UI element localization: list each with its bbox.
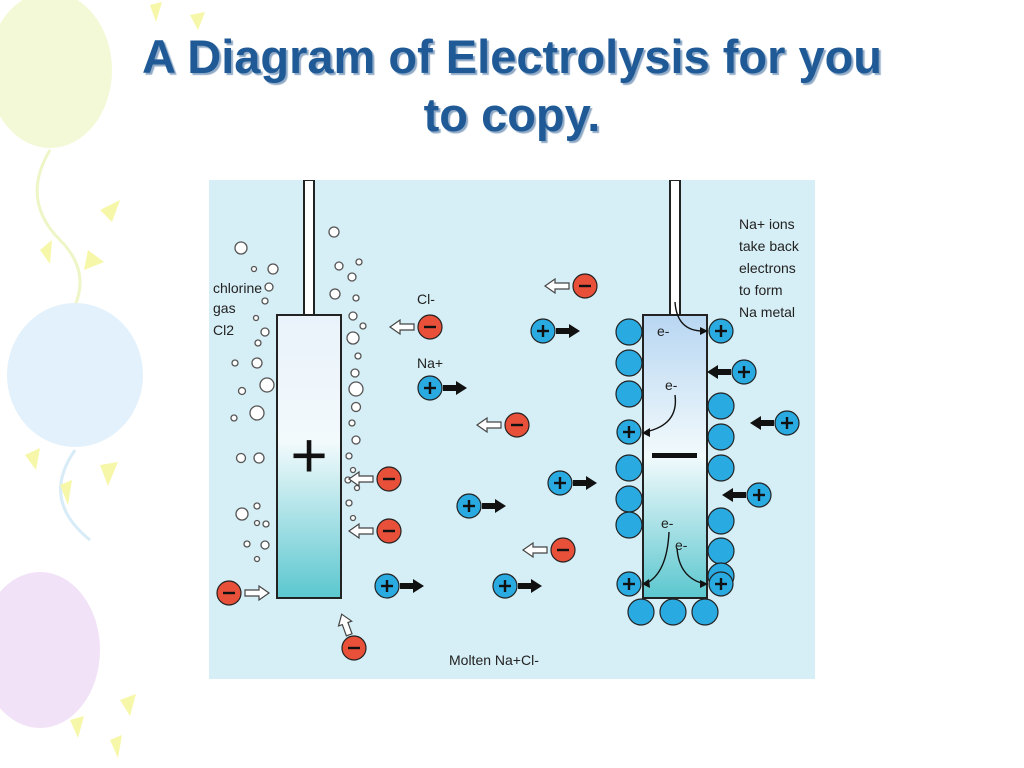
electron-label: e-: [657, 323, 670, 339]
na-ion: [708, 318, 734, 344]
anode-sign: +: [290, 419, 327, 491]
anode-electrode: [276, 314, 342, 599]
sodium-metal-deposit: [615, 318, 735, 626]
na-ions: [374, 318, 800, 599]
cl-ions: [216, 273, 598, 661]
na-ion-label: Na+: [417, 355, 443, 371]
na-ion: [722, 482, 772, 508]
electron-arrowheads: [642, 327, 708, 588]
cl-ion: [543, 273, 598, 299]
electron-label: e-: [675, 537, 688, 553]
na-note-line-4: to form: [739, 282, 783, 298]
slide-title: A Diagram of Electrolysis for you to cop…: [0, 28, 1024, 144]
na-note-line-2: take back: [739, 238, 800, 254]
cl-ion: [337, 613, 367, 661]
cl-ion-label: Cl-: [417, 291, 435, 307]
chlorine-label: chlorine: [213, 280, 262, 296]
na-note-line-5: Na metal: [739, 304, 795, 320]
na-ion: [530, 318, 580, 344]
electron-label: e-: [661, 515, 674, 531]
cl-ion: [347, 518, 402, 544]
na-ion: [750, 410, 800, 436]
chlorine-bubbles: [230, 226, 367, 563]
anode-wire: [303, 180, 315, 316]
cl2-label: Cl2: [213, 322, 234, 338]
na-ion: [708, 571, 734, 597]
cl-ion: [388, 314, 443, 340]
na-ion: [374, 573, 424, 599]
cl-ion: [475, 412, 530, 438]
na-note-line-1: Na+ ions: [739, 216, 795, 232]
cl-ion: [521, 537, 576, 563]
gas-label: gas: [213, 300, 236, 316]
title-line-1: A Diagram of Electrolysis for you: [142, 30, 882, 83]
blue-balloon-icon: [7, 303, 143, 447]
na-ion: [492, 573, 542, 599]
na-ion: [616, 419, 642, 445]
cathode-sign: [652, 453, 697, 458]
purple-balloon-icon: [0, 572, 100, 728]
green-balloon-icon: [0, 0, 112, 148]
title-line-2: to copy.: [423, 88, 601, 141]
electrolysis-diagram: +: [209, 180, 815, 679]
na-ion: [547, 470, 597, 496]
cathode-wire: [669, 180, 681, 316]
na-ion: [707, 359, 757, 385]
molten-label: Molten Na+Cl-: [449, 652, 539, 668]
na-note-line-3: electrons: [739, 260, 796, 276]
na-ions-at-cathode: [616, 318, 734, 597]
cl-ion: [216, 580, 271, 606]
na-ion: [456, 493, 506, 519]
cl-ion: [347, 466, 402, 492]
electron-label: e-: [665, 377, 678, 393]
na-ion: [417, 375, 467, 401]
na-ion: [616, 571, 642, 597]
